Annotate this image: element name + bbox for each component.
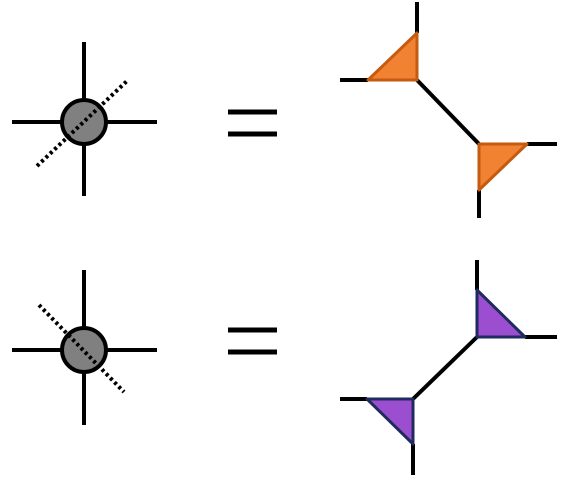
bottom-rhs-decomposition [340,260,557,475]
top-equals-sign [228,109,277,137]
top-lhs-tensor-node [12,42,157,196]
top-rhs-connector [415,78,481,146]
bottom-rhs-purple-triangle-upper [475,288,527,339]
top-equation [12,2,557,218]
top-rhs-orange-triangle-upper [366,31,419,82]
bottom-lhs-dotted-cut [37,303,126,394]
bottom-lhs-tensor-node [12,270,157,425]
top-rhs-orange-triangle-lower [477,142,529,192]
bottom-rhs-purple-triangle-lower [365,397,415,446]
top-lhs-dotted-cut [35,78,130,168]
bottom-equals-sign [228,327,277,355]
bottom-equation [12,260,557,475]
bottom-rhs-connector [411,335,479,401]
top-rhs-decomposition [340,2,557,218]
